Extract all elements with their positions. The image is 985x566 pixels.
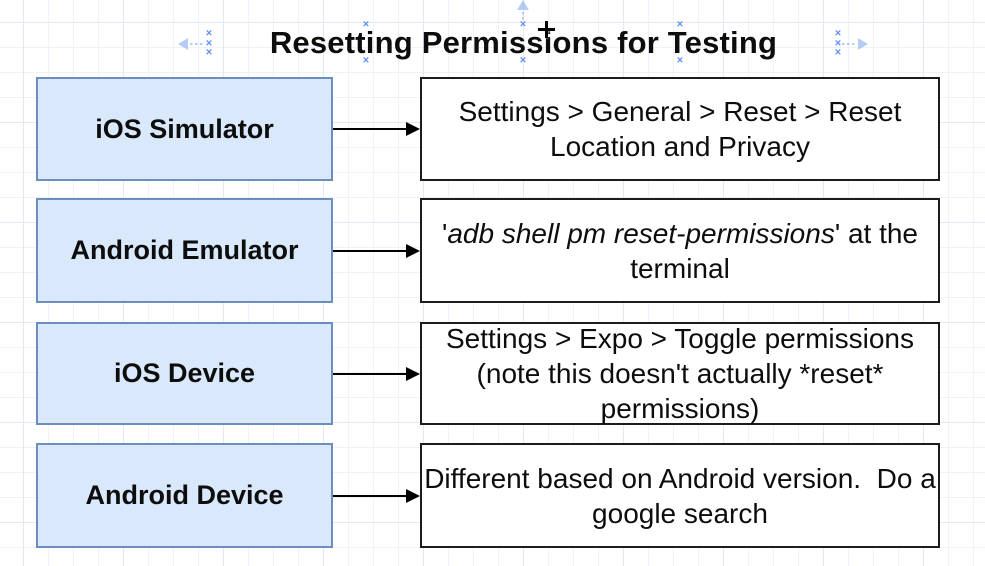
direction-arrow-right-icon[interactable] bbox=[842, 37, 868, 51]
target-node-line: permissions) bbox=[601, 391, 760, 426]
target-node[interactable]: Settings > Expo > Toggle permissions (not… bbox=[420, 322, 940, 425]
text-segment: Settings > Expo > Toggle permissions bbox=[446, 323, 914, 354]
connection-point-icon[interactable]: × bbox=[205, 37, 213, 50]
connection-point-icon[interactable]: × bbox=[362, 18, 370, 31]
connector-line bbox=[333, 249, 410, 252]
connection-point-icon[interactable]: × bbox=[834, 27, 842, 40]
target-node-line: Location and Privacy bbox=[550, 129, 810, 164]
arrowhead-icon bbox=[406, 243, 420, 258]
source-node-label: Android Emulator bbox=[70, 235, 299, 265]
source-node-label: iOS Simulator bbox=[95, 113, 274, 144]
text-segment: ' bbox=[441, 217, 448, 249]
target-node-line: Different based on Android version. Do a bbox=[424, 461, 936, 496]
target-node-line: Settings > Expo > Toggle permissions bbox=[446, 321, 914, 356]
connection-point-icon[interactable]: × bbox=[362, 54, 370, 67]
diagram-row: Android Emulator 'adb shell pm reset-perm… bbox=[0, 198, 985, 303]
source-node[interactable]: Android Emulator bbox=[36, 198, 333, 303]
arrowhead-icon bbox=[406, 122, 420, 136]
connection-point-icon[interactable]: × bbox=[205, 27, 213, 40]
connector-arrow[interactable] bbox=[333, 77, 420, 181]
connector-arrow[interactable] bbox=[333, 322, 420, 425]
text-segment: Settings > General > Reset > Reset bbox=[458, 96, 902, 127]
connection-point-icon[interactable]: × bbox=[676, 18, 684, 31]
connector-line bbox=[333, 372, 410, 375]
direction-arrow-up-icon[interactable] bbox=[516, 0, 530, 22]
connection-point-icon[interactable]: × bbox=[205, 46, 213, 59]
source-node-label: Android Device bbox=[85, 480, 284, 510]
move-cursor-icon bbox=[538, 21, 555, 38]
arrowhead-icon bbox=[406, 488, 420, 503]
connector-line bbox=[333, 128, 410, 130]
connection-point-icon[interactable]: × bbox=[834, 37, 842, 50]
connection-point-icon[interactable]: × bbox=[834, 46, 842, 59]
connection-point-icon[interactable]: × bbox=[519, 18, 527, 31]
text-segment: (note this doesn't actually *reset* bbox=[476, 358, 884, 389]
text-segment: google search bbox=[592, 497, 768, 529]
diagram-title[interactable]: Resetting Permissions for Testing bbox=[269, 25, 778, 60]
arrowhead-icon bbox=[406, 366, 420, 381]
text-segment: Different based on Android version. Do a bbox=[424, 462, 936, 494]
connection-point-icon[interactable]: × bbox=[519, 54, 527, 67]
text-segment: Location and Privacy bbox=[550, 131, 810, 162]
connector-arrow[interactable] bbox=[333, 443, 420, 548]
target-node-line: google search bbox=[592, 496, 768, 531]
source-node[interactable]: Android Device bbox=[36, 443, 333, 548]
connector-arrow[interactable] bbox=[333, 198, 420, 303]
diagram-row: Android Device Different based on Android… bbox=[0, 443, 985, 548]
text-segment: permissions) bbox=[600, 393, 760, 424]
target-node-line: (note this doesn't actually *reset* bbox=[477, 356, 884, 391]
text-segment: ' at the bbox=[834, 217, 919, 249]
source-node-label: iOS Device bbox=[113, 358, 256, 388]
direction-arrow-left-icon[interactable] bbox=[178, 37, 204, 51]
target-node-line: 'adb shell pm reset-permissions' at the bbox=[442, 216, 918, 251]
target-node-line: terminal bbox=[630, 251, 730, 286]
source-node[interactable]: iOS Simulator bbox=[36, 77, 333, 181]
text-segment: terminal bbox=[630, 252, 730, 284]
diagram-row: iOS Device Settings > Expo > Toggle permi… bbox=[0, 322, 985, 425]
diagram-row: iOS Simulator Settings > General > Reset … bbox=[0, 77, 985, 181]
connector-line bbox=[333, 494, 410, 497]
text-segment: adb shell pm reset-permissions bbox=[447, 217, 835, 249]
target-node[interactable]: Different based on Android version. Do a… bbox=[420, 443, 940, 548]
connection-point-icon[interactable]: × bbox=[676, 54, 684, 67]
target-node-line: Settings > General > Reset > Reset bbox=[459, 94, 902, 129]
source-node[interactable]: iOS Device bbox=[36, 322, 333, 425]
